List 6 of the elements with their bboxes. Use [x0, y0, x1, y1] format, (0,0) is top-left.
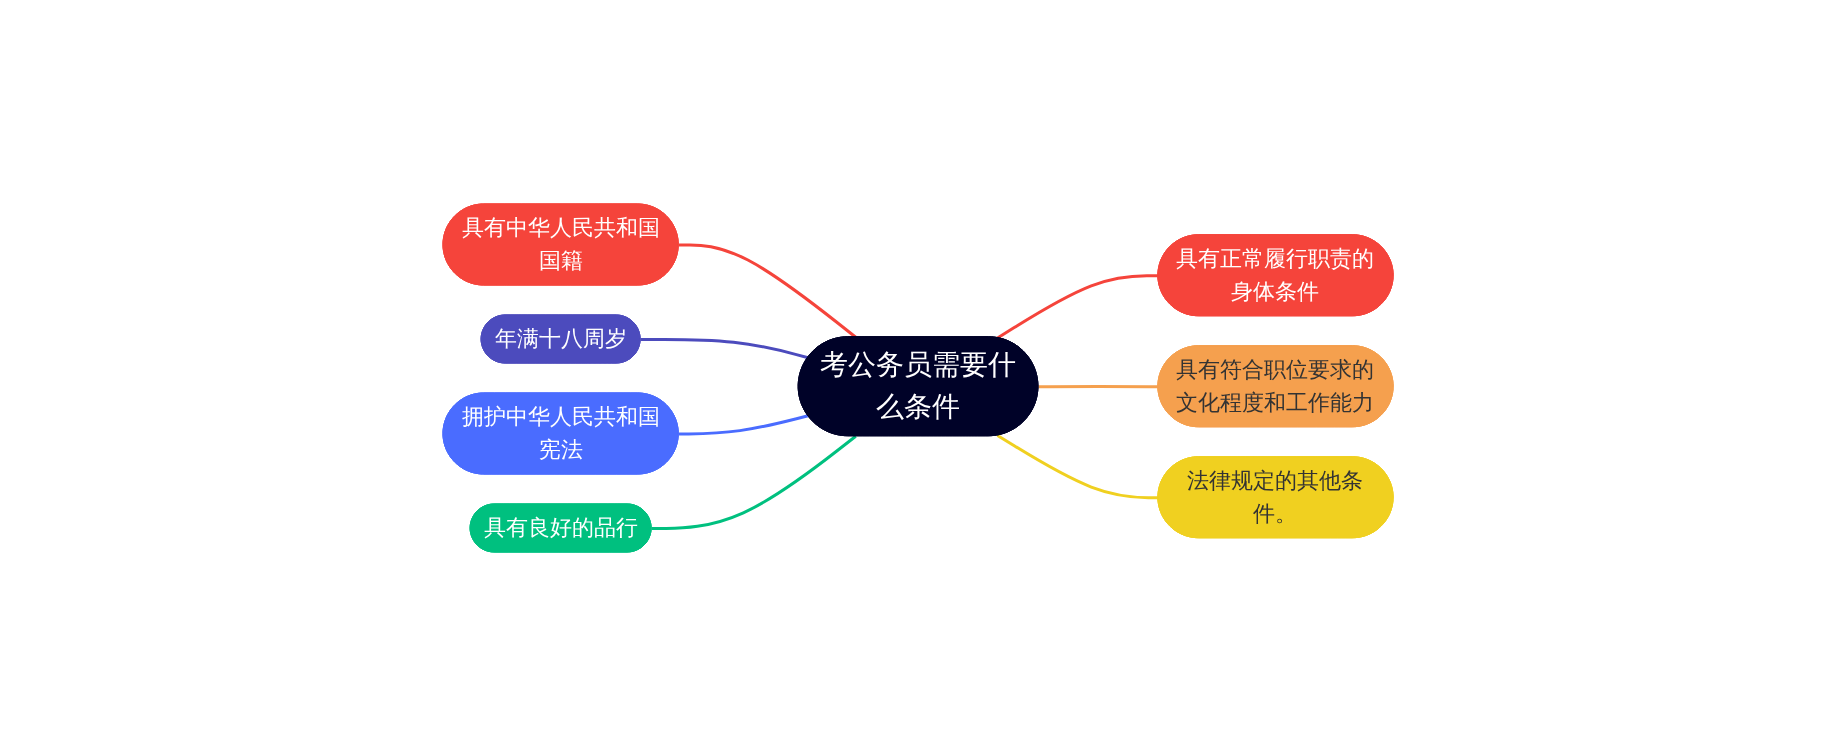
connector	[678, 414, 809, 436]
connector	[996, 274, 1159, 340]
connector	[651, 435, 857, 530]
connector	[640, 337, 809, 360]
connector	[996, 434, 1159, 500]
connector	[1038, 384, 1159, 389]
